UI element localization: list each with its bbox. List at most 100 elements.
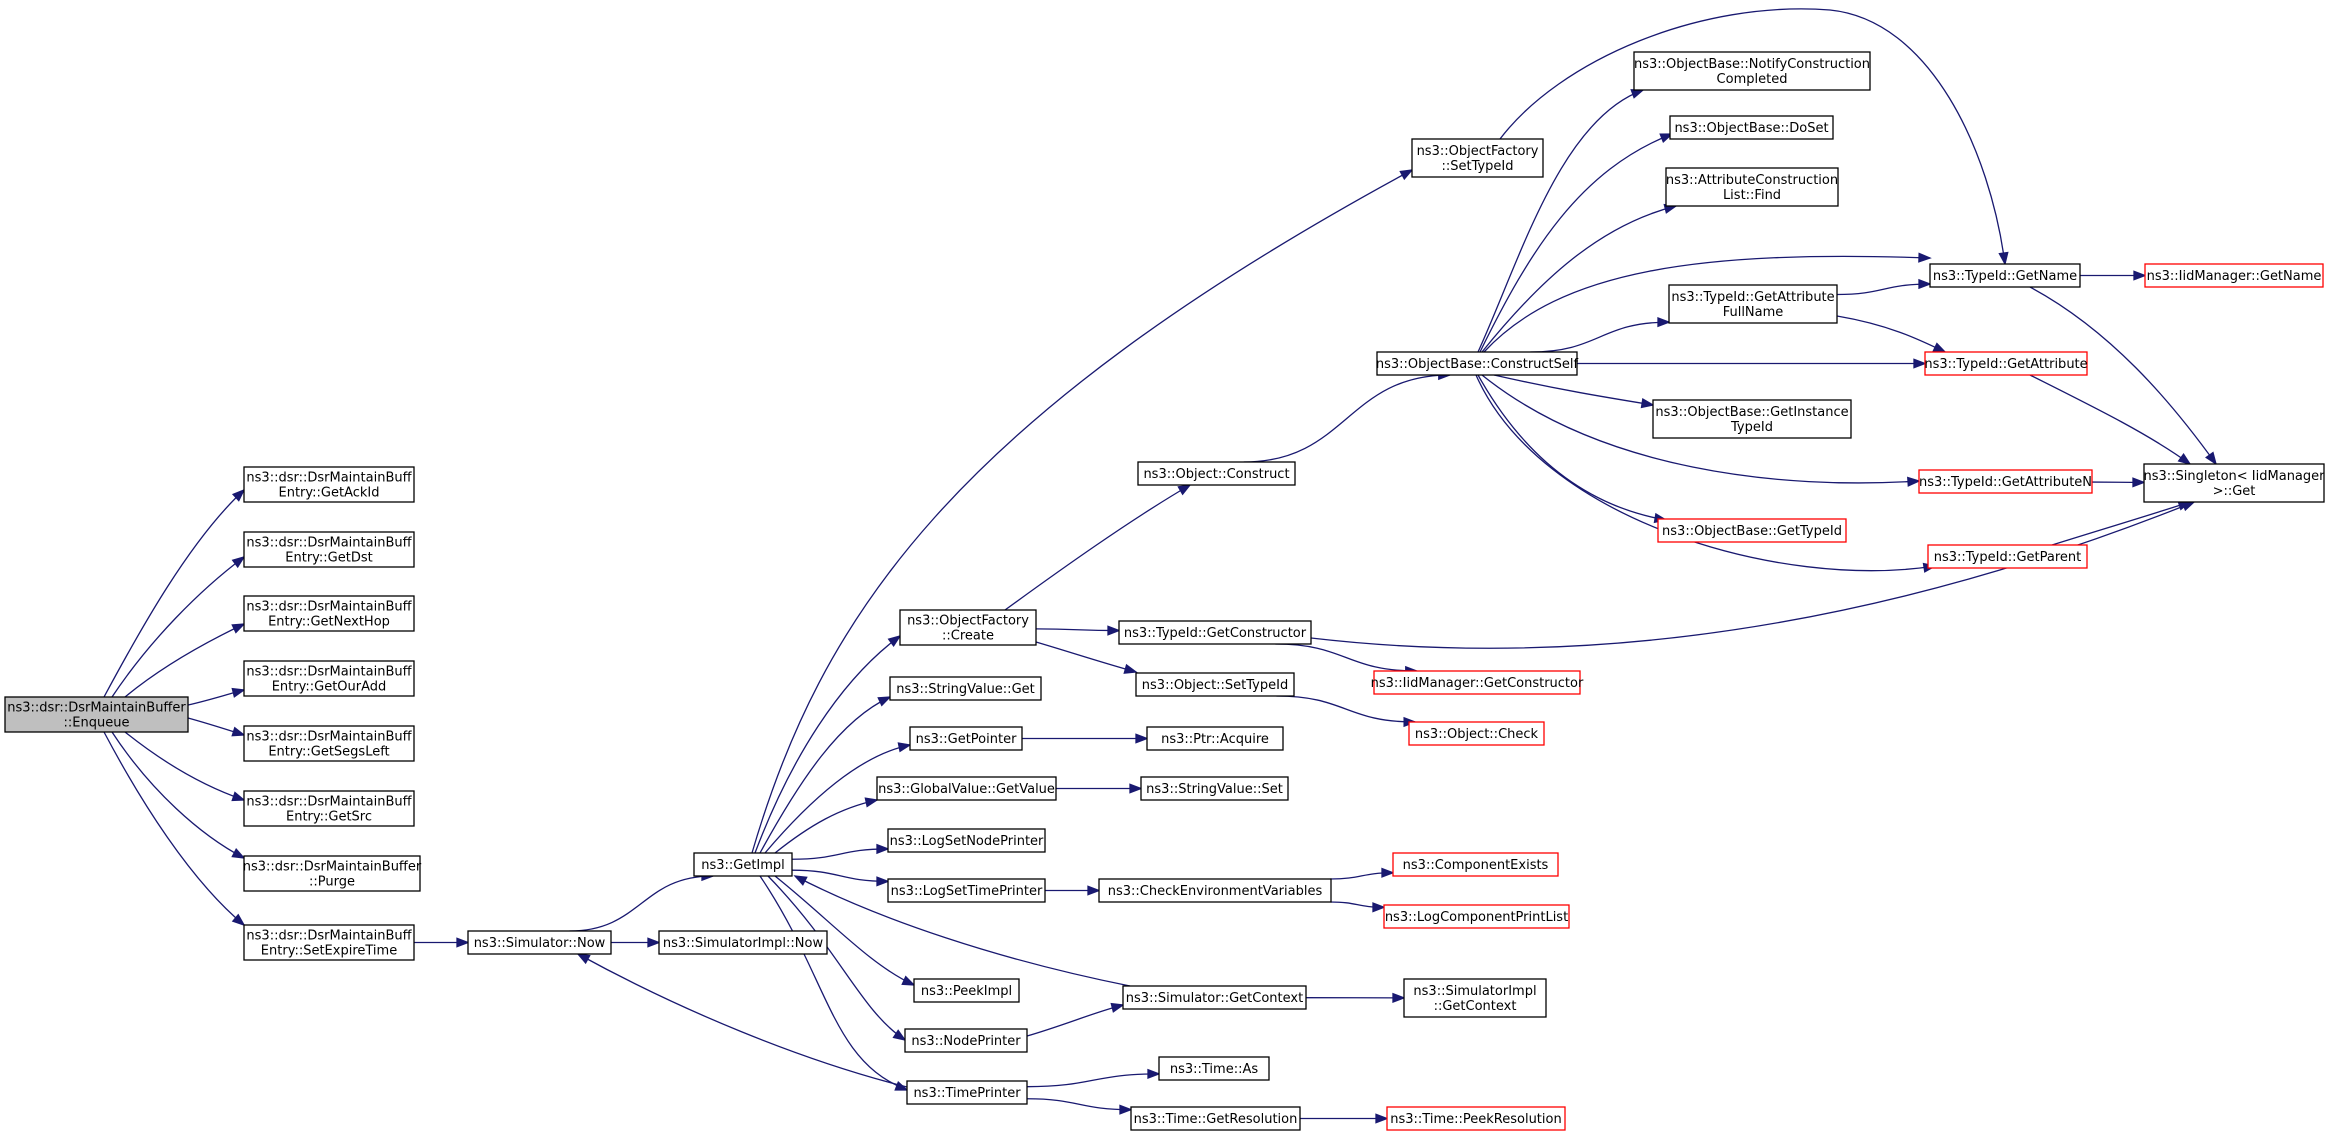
node-box (1146, 726, 1284, 751)
node-label: ns3::TypeId::GetAttribute (1671, 290, 1834, 305)
node-get-impl[interactable]: ns3::GetImpl (693, 852, 793, 877)
edge-get-impl-to-get-pointer (764, 742, 912, 854)
node-label: ns3::ObjectFactory (907, 614, 1029, 629)
edge-enqueue-to-get-segs-left (187, 717, 246, 737)
node-string-value-set[interactable]: ns3::StringValue::Set (1140, 776, 1289, 801)
node-ptr-acquire[interactable]: ns3::Ptr::Acquire (1146, 726, 1284, 751)
edge-simulator-now-to-get-impl (569, 870, 715, 932)
edge-arrowhead (1630, 89, 1645, 99)
node-label: Entry::GetDst (285, 551, 372, 566)
edge-type-id-get-attribute-full-name-to-type-id-get-attribute (1836, 315, 1947, 353)
node-object-base-get-type-id[interactable]: ns3::ObjectBase::GetTypeId (1657, 518, 1847, 543)
edge-arrowhead (887, 634, 902, 648)
edge-arrowhead (1381, 867, 1395, 878)
node-object-construct[interactable]: ns3::Object::Construct (1137, 461, 1296, 486)
edge-arrowhead (1392, 992, 1406, 1004)
node-time-as[interactable]: ns3::Time::As (1158, 1056, 1270, 1081)
node-time-peek-resolution[interactable]: ns3::Time::PeekResolution (1386, 1106, 1566, 1131)
edge-line (124, 731, 245, 801)
node-global-value-get-value[interactable]: ns3::GlobalValue::GetValue (876, 776, 1057, 801)
edge-object-factory-create-to-object-set-type-id (1035, 641, 1138, 674)
edge-arrowhead (1657, 316, 1671, 328)
node-label: ns3::dsr::DsrMaintainBuff (246, 471, 412, 486)
edge-construct-self-to-notify-construction-completed (1477, 89, 1645, 353)
edge-arrowhead (1087, 885, 1101, 896)
node-get-our-add[interactable]: ns3::dsr::DsrMaintainBuffEntry::GetOurAd… (243, 660, 415, 697)
node-object-factory-set-type-id[interactable]: ns3::ObjectFactory::SetTypeId (1411, 138, 1544, 178)
edge-type-id-get-attribute-n-to-singleton-get (2091, 477, 2146, 488)
node-log-set-time-printer[interactable]: ns3::LogSetTimePrinter (887, 878, 1046, 903)
node-iid-manager-get-constructor[interactable]: ns3::IidManager::GetConstructor (1371, 670, 1584, 695)
node-peek-impl[interactable]: ns3::PeekImpl (913, 978, 1020, 1003)
node-label: ns3::LogSetNodePrinter (890, 834, 1044, 849)
edge-simulator-now-to-simulator-impl-now (610, 937, 661, 948)
edge-type-id-get-parent-to-singleton-get (2051, 500, 2192, 546)
edge-arrowhead (231, 623, 246, 634)
node-box (1137, 461, 1296, 486)
node-get-pointer[interactable]: ns3::GetPointer (909, 726, 1023, 751)
node-type-id-get-attribute-n[interactable]: ns3::TypeId::GetAttributeN (1918, 469, 2093, 494)
node-label: FullName (1723, 305, 1784, 320)
node-label: ns3::SimulatorImpl (1413, 984, 1536, 999)
node-simulator-impl-get-context[interactable]: ns3::SimulatorImpl::GetContext (1403, 978, 1547, 1018)
node-object-check[interactable]: ns3::Object::Check (1408, 721, 1545, 746)
node-check-environment-variables[interactable]: ns3::CheckEnvironmentVariables (1098, 878, 1332, 903)
edge-arrowhead (876, 876, 890, 887)
node-time-printer[interactable]: ns3::TimePrinter (906, 1080, 1028, 1105)
edge-line (124, 623, 245, 698)
node-label: ns3::dsr::DsrMaintainBuff (246, 600, 412, 615)
edge-arrowhead (231, 791, 246, 802)
node-component-exists[interactable]: ns3::ComponentExists (1392, 852, 1559, 877)
node-label: ns3::StringValue::Get (896, 682, 1034, 697)
node-box (4, 696, 189, 733)
node-log-set-node-printer[interactable]: ns3::LogSetNodePrinter (887, 828, 1046, 853)
node-simulator-get-context[interactable]: ns3::Simulator::GetContext (1122, 985, 1307, 1010)
edge-arrowhead (793, 875, 808, 886)
node-object-factory-create[interactable]: ns3::ObjectFactory::Create (899, 609, 1037, 646)
edge-construct-self-to-type-id-get-attribute-n (1481, 374, 1921, 487)
node-object-set-type-id[interactable]: ns3::Object::SetTypeId (1135, 672, 1295, 697)
node-node-printer[interactable]: ns3::NodePrinter (904, 1028, 1028, 1053)
edge-get-impl-to-log-set-time-printer (791, 869, 890, 887)
node-box (1135, 672, 1295, 697)
node-label: Entry::GetOurAdd (272, 680, 387, 695)
node-singleton-get[interactable]: ns3::Singleton< IidManager >::Get (2143, 463, 2325, 503)
node-iid-manager-get-name[interactable]: ns3::IidManager::GetName (2144, 263, 2324, 288)
node-purge[interactable]: ns3::dsr::DsrMaintainBuffer::Purge (243, 855, 422, 892)
edge-get-impl-to-peek-impl (774, 875, 916, 986)
node-box (1130, 1106, 1301, 1131)
node-notify-construction-completed[interactable]: ns3::ObjectBase::NotifyConstructionCompl… (1633, 51, 1871, 91)
node-get-segs-left[interactable]: ns3::dsr::DsrMaintainBuffEntry::GetSegsL… (243, 725, 415, 762)
node-label: ns3::TypeId::GetAttribute (1924, 357, 2087, 372)
node-object-base-do-set[interactable]: ns3::ObjectBase::DoSet (1669, 115, 1834, 140)
node-type-id-get-attribute[interactable]: ns3::TypeId::GetAttribute (1924, 351, 2088, 376)
node-box (1118, 620, 1312, 645)
node-set-expire-time[interactable]: ns3::dsr::DsrMaintainBuffEntry::SetExpir… (243, 924, 415, 961)
node-time-get-resolution[interactable]: ns3::Time::GetResolution (1130, 1106, 1301, 1131)
node-type-id-get-parent[interactable]: ns3::TypeId::GetParent (1927, 544, 2088, 569)
node-construct-self[interactable]: ns3::ObjectBase::ConstructSelf (1376, 351, 1579, 376)
edge-arrowhead (1147, 1068, 1161, 1079)
node-string-value-get[interactable]: ns3::StringValue::Get (889, 676, 1042, 701)
edge-line (1479, 133, 1673, 353)
node-label: ns3::Singleton< IidManager (2143, 469, 2325, 484)
node-log-component-print-list[interactable]: ns3::LogComponentPrintList (1383, 904, 1570, 929)
edge-arrowhead (2177, 452, 2192, 466)
node-type-id-get-name[interactable]: ns3::TypeId::GetName (1929, 263, 2081, 288)
node-get-next-hop[interactable]: ns3::dsr::DsrMaintainBuffEntry::GetNextH… (243, 595, 415, 632)
node-box (904, 1028, 1028, 1053)
node-type-id-get-constructor[interactable]: ns3::TypeId::GetConstructor (1118, 620, 1312, 645)
edge-construct-self-to-object-base-get-type-id (1477, 374, 1668, 524)
node-label: ns3::SimulatorImpl::Now (663, 936, 824, 951)
node-box (243, 855, 421, 892)
edge-line (1276, 695, 1416, 723)
node-simulator-now[interactable]: ns3::Simulator::Now (467, 930, 612, 955)
node-simulator-impl-now[interactable]: ns3::SimulatorImpl::Now (658, 930, 828, 955)
node-label: Entry::GetSrc (286, 810, 372, 825)
